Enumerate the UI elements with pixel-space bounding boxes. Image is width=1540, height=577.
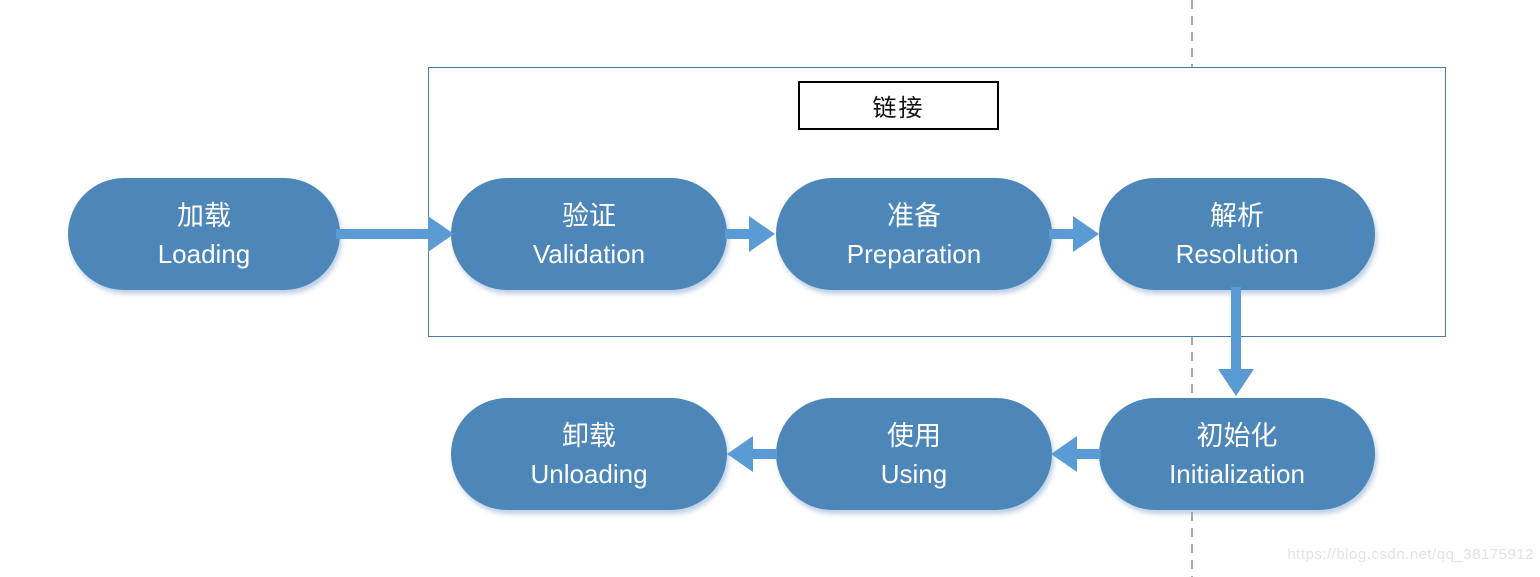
stage-node-initialization: 初始化 Initialization [1099,398,1375,510]
stage-label-zh: 卸载 [562,421,616,451]
arrow-head-down-icon [1218,369,1254,396]
stage-label-en: Preparation [846,239,982,269]
arrow-shaft [1231,287,1241,369]
stage-label-zh: 准备 [887,201,941,231]
stage-label-zh: 使用 [887,421,941,451]
watermark-url: https://blog.csdn.net/qq_38175912 [1287,546,1534,563]
arrow-head-right-icon [428,216,454,252]
stage-label-zh: 加载 [177,201,231,231]
stage-node-preparation: 准备 Preparation [776,178,1052,290]
stage-node-resolution: 解析 Resolution [1099,178,1375,290]
stage-label-en: Using [880,459,948,489]
stage-node-unloading: 卸载 Unloading [451,398,727,510]
arrow-resolution-to-initialization-icon [1218,287,1254,396]
stage-label-en: Loading [157,239,251,269]
stage-node-validation: 验证 Validation [451,178,727,290]
arrow-shaft [1049,229,1073,239]
arrow-head-left-icon [727,436,753,472]
linking-label-box: 链接 [798,81,999,130]
arrow-shaft [336,229,428,239]
arrow-head-left-icon [1051,436,1077,472]
stage-node-using: 使用 Using [776,398,1052,510]
stage-label-en: Validation [532,239,646,269]
arrow-loading-to-validation-icon [336,216,454,252]
arrow-preparation-to-resolution-icon [1049,216,1099,252]
arrow-shaft [725,229,749,239]
arrow-validation-to-preparation-icon [725,216,775,252]
stage-label-en: Resolution [1175,239,1299,269]
stage-label-zh: 验证 [562,201,616,231]
stage-node-loading: 加载 Loading [68,178,340,290]
linking-label: 链接 [872,95,925,122]
arrow-shaft [753,449,777,459]
arrow-shaft [1077,449,1101,459]
stage-label-zh: 初始化 [1196,421,1278,451]
arrow-head-right-icon [749,216,775,252]
arrow-using-to-unloading-icon [727,436,777,472]
stage-label-en: Initialization [1169,459,1305,489]
arrow-head-right-icon [1073,216,1099,252]
stage-label-zh: 解析 [1210,201,1264,231]
stage-label-en: Unloading [530,459,648,489]
arrow-initialization-to-using-icon [1051,436,1101,472]
